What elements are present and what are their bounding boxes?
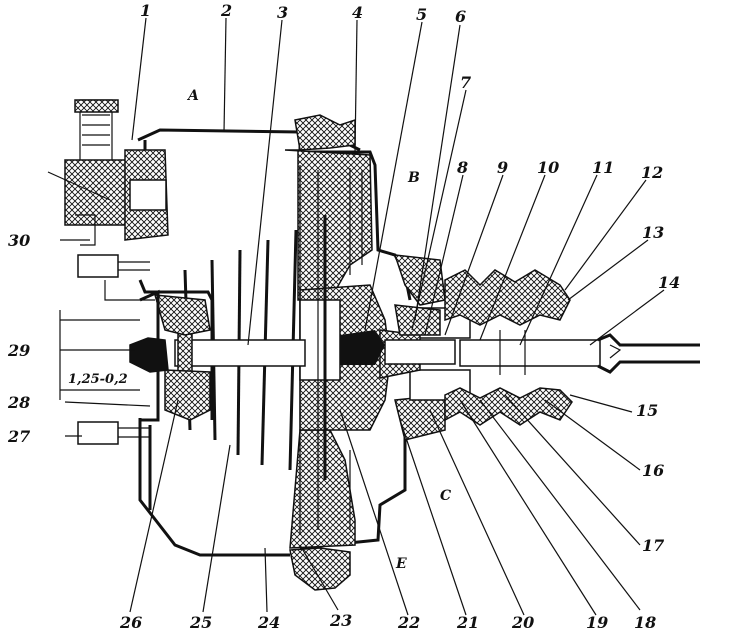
label-20: 20 [511,613,534,632]
label-22: 22 [397,613,420,632]
dimension-bracket [59,280,155,400]
rear-housing [137,128,301,557]
label-27: 27 [7,427,30,446]
label-19: 19 [586,613,608,632]
label-8: 8 [456,158,468,177]
label-25: 25 [189,613,212,632]
label-29: 29 [7,341,30,360]
valve-rod [459,330,700,375]
label-5: 5 [416,5,427,24]
stud-bolts [77,254,150,445]
protective-boot [444,269,573,426]
label-1: 1 [140,1,151,20]
label-14: 14 [658,273,680,292]
callout-labels: 1 2 3 4 5 6 7 8 9 10 11 12 13 14 15 16 1… [7,1,680,632]
label-26: 26 [119,613,142,632]
label-12: 12 [641,163,663,182]
label-11: 11 [592,158,614,177]
label-9: 9 [497,158,508,177]
label-24: 24 [257,613,280,632]
label-6: 6 [455,7,466,26]
label-7: 7 [460,73,471,92]
push-rod [129,327,306,376]
vacuum-fitting [64,99,169,246]
label-17: 17 [642,536,664,555]
zone-labels: A B C E [186,88,451,572]
label-2: 2 [220,1,232,20]
label-21: 21 [456,613,479,632]
label-3: 3 [277,3,288,22]
label-28: 28 [7,393,30,412]
zone-a: A [186,88,199,104]
dimension-text: 1,25-0,2 [68,372,128,387]
zone-c: C [440,488,451,504]
zone-b: B [407,170,420,186]
label-23: 23 [329,611,352,630]
label-18: 18 [634,613,656,632]
valve-piston [340,304,456,365]
label-10: 10 [537,158,559,177]
label-15: 15 [636,401,658,420]
leader-lines [47,17,665,616]
zone-e: E [395,556,407,572]
label-30: 30 [8,231,30,250]
label-13: 13 [642,223,664,242]
diaphragm-bead [289,114,356,591]
label-16: 16 [642,461,664,480]
label-4: 4 [352,3,363,22]
